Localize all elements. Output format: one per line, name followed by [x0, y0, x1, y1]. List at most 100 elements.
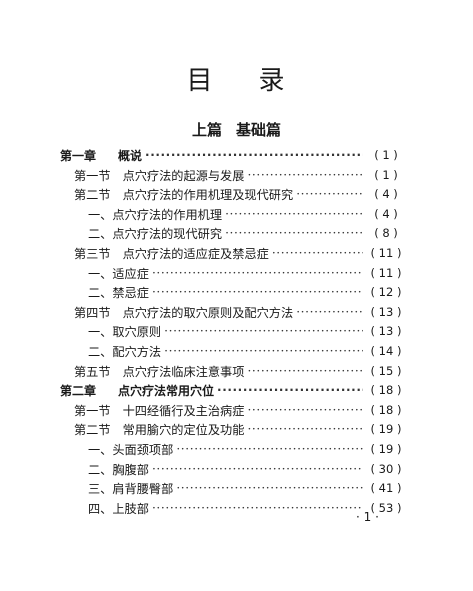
toc-entry-number: 一、: [88, 325, 113, 340]
toc-entry-number: 第二章: [60, 383, 97, 398]
toc-entry[interactable]: 一、适应症( 11 ): [88, 264, 405, 282]
toc-entry-number: 第一节: [74, 168, 111, 183]
toc-entry-title: 常用腧穴的定位及功能: [122, 423, 245, 438]
toc-entry-page: ( 4 ): [374, 206, 398, 221]
toc-leader-dots: [247, 166, 363, 184]
toc-leader-dots: [164, 322, 363, 340]
toc-entry-number: 二、: [88, 462, 113, 477]
toc-entry[interactable]: 二、配穴方法 ( 14 ): [88, 342, 405, 360]
toc-entry-title: 点穴疗法的适应症及禁忌症: [122, 247, 269, 261]
part-title: 上篇基础篇: [0, 119, 473, 140]
part-title-left: 上篇: [191, 121, 222, 139]
toc-entry-number: 二、: [88, 227, 113, 242]
page-number: · 1 ·: [356, 510, 379, 524]
toc-entry-title: 点穴疗法的起源与发展: [122, 168, 245, 183]
toc-entry-label: 第一章概说: [60, 147, 142, 164]
toc-entry-page: ( 13 ): [370, 304, 402, 319]
toc-entry-number: 一、: [88, 443, 113, 457]
toc-entry-page: ( 53 ): [370, 500, 402, 515]
toc-leader-dots: [247, 420, 363, 438]
toc-entry-page: ( 15 ): [370, 363, 402, 378]
toc-entry-title: 头面颈项部: [112, 443, 174, 457]
toc-entry[interactable]: 二、胸腹部 ( 30 ): [88, 460, 405, 478]
toc-entry-page: ( 11 ): [370, 246, 402, 260]
toc-entry-label: 第五节点穴疗法临床注意事项: [74, 362, 244, 380]
toc-entry-page: ( 1 ): [374, 167, 398, 182]
toc-entry-label: 一、点穴疗法的作用机理: [88, 205, 222, 223]
page-title-right: 录: [258, 66, 287, 96]
toc-entry-title: 点穴疗法的取穴原则及配穴方法: [122, 305, 294, 320]
toc-entry-number: 二、: [88, 286, 113, 301]
toc-entry-label: 一、取穴原则: [88, 322, 161, 340]
toc-entry-title: 取穴原则: [112, 325, 162, 340]
toc-leader-dots: [296, 185, 363, 203]
toc-entry-title: 点穴疗法的现代研究: [112, 227, 223, 242]
toc-entry-label: 第三节点穴疗法的适应症及禁忌症: [74, 244, 269, 262]
toc-entry[interactable]: 二、点穴疗法的现代研究 ( 8 ): [88, 224, 405, 242]
toc-entry-number: 第三节: [74, 247, 111, 261]
toc-entry-title: 配穴方法: [112, 345, 162, 359]
toc-entry-title: 点穴疗法临床注意事项: [122, 364, 245, 379]
toc-entry-label: 第四节点穴疗法的取穴原则及配穴方法: [74, 303, 293, 321]
toc-entry-number: 二、: [88, 345, 113, 359]
toc-entry-page: ( 18 ): [370, 383, 402, 398]
toc-entry-label: 第一节十四经循行及主治病症: [74, 401, 244, 419]
toc-entry-number: 第一节: [74, 403, 111, 418]
toc-entry-page: ( 19 ): [370, 442, 402, 456]
toc-entry-number: 四、: [88, 501, 113, 516]
toc-entry-number: 一、: [88, 207, 113, 222]
toc-entry[interactable]: 一、取穴原则( 13 ): [88, 322, 405, 340]
toc-entry-page: ( 8 ): [374, 226, 398, 241]
toc-entry-number: 三、: [88, 482, 113, 497]
toc-entry-label: 二、禁忌症: [88, 283, 149, 301]
toc-entry-title: 肩背腰臀部: [112, 482, 174, 497]
toc-entry[interactable]: 二、禁忌症 ( 12 ): [88, 283, 405, 301]
toc-entry-number: 第五节: [74, 364, 111, 379]
toc-entry-page: ( 30 ): [370, 461, 402, 476]
page-title: 目录: [0, 60, 473, 97]
part-title-right: 基础篇: [236, 121, 282, 139]
toc-entry[interactable]: 一、点穴疗法的作用机理 ( 4 ): [88, 205, 405, 223]
toc-entry-title: 禁忌症: [112, 286, 149, 301]
toc-entry-label: 第二节常用腧穴的定位及功能: [74, 420, 244, 438]
toc-entry-label: 一、头面颈项部: [88, 440, 173, 458]
toc-entry-title: 适应症: [112, 266, 149, 281]
toc-entry-page: ( 18 ): [370, 402, 402, 417]
toc-entry-label: 二、胸腹部: [88, 460, 149, 478]
toc-entry-number: 第二节: [74, 423, 111, 438]
toc-entry[interactable]: 三、肩背腰臀部 ( 41 ): [88, 479, 405, 497]
toc-leader-dots: [164, 342, 363, 360]
toc-entry-title: 点穴疗法的作用机理: [112, 207, 223, 222]
toc-entry-label: 二、点穴疗法的现代研究: [88, 224, 222, 242]
toc-leader-dots: [217, 381, 363, 399]
toc-entry-page: ( 14 ): [370, 344, 402, 358]
toc-entry-label: 第二节点穴疗法的作用机理及现代研究: [74, 185, 293, 203]
toc-entry-title: 上肢部: [112, 501, 149, 516]
toc-entry-number: 第四节: [74, 305, 111, 320]
toc-entry-label: 第二章点穴疗法常用穴位: [60, 382, 214, 399]
toc-entry-number: 一、: [88, 266, 113, 281]
page-title-left: 目: [186, 66, 215, 96]
toc-entry[interactable]: 四、上肢部 ( 53 ): [88, 499, 405, 517]
toc-entry-title: 点穴疗法的作用机理及现代研究: [122, 188, 294, 203]
toc-leader-dots: [152, 283, 363, 301]
toc-entry-page: ( 12 ): [370, 285, 402, 300]
toc-entry-page: ( 41 ): [370, 481, 402, 496]
toc-leader-dots: [176, 440, 363, 458]
toc-entry-label: 三、肩背腰臀部: [88, 479, 173, 497]
toc-entry-number: 第一章: [60, 148, 97, 163]
toc-entry-number: 第二节: [74, 188, 111, 203]
toc-entry-page: ( 19 ): [370, 422, 402, 437]
toc-leader-dots: [152, 460, 363, 478]
toc-entry[interactable]: 一、头面颈项部 ( 19 ): [88, 440, 405, 458]
